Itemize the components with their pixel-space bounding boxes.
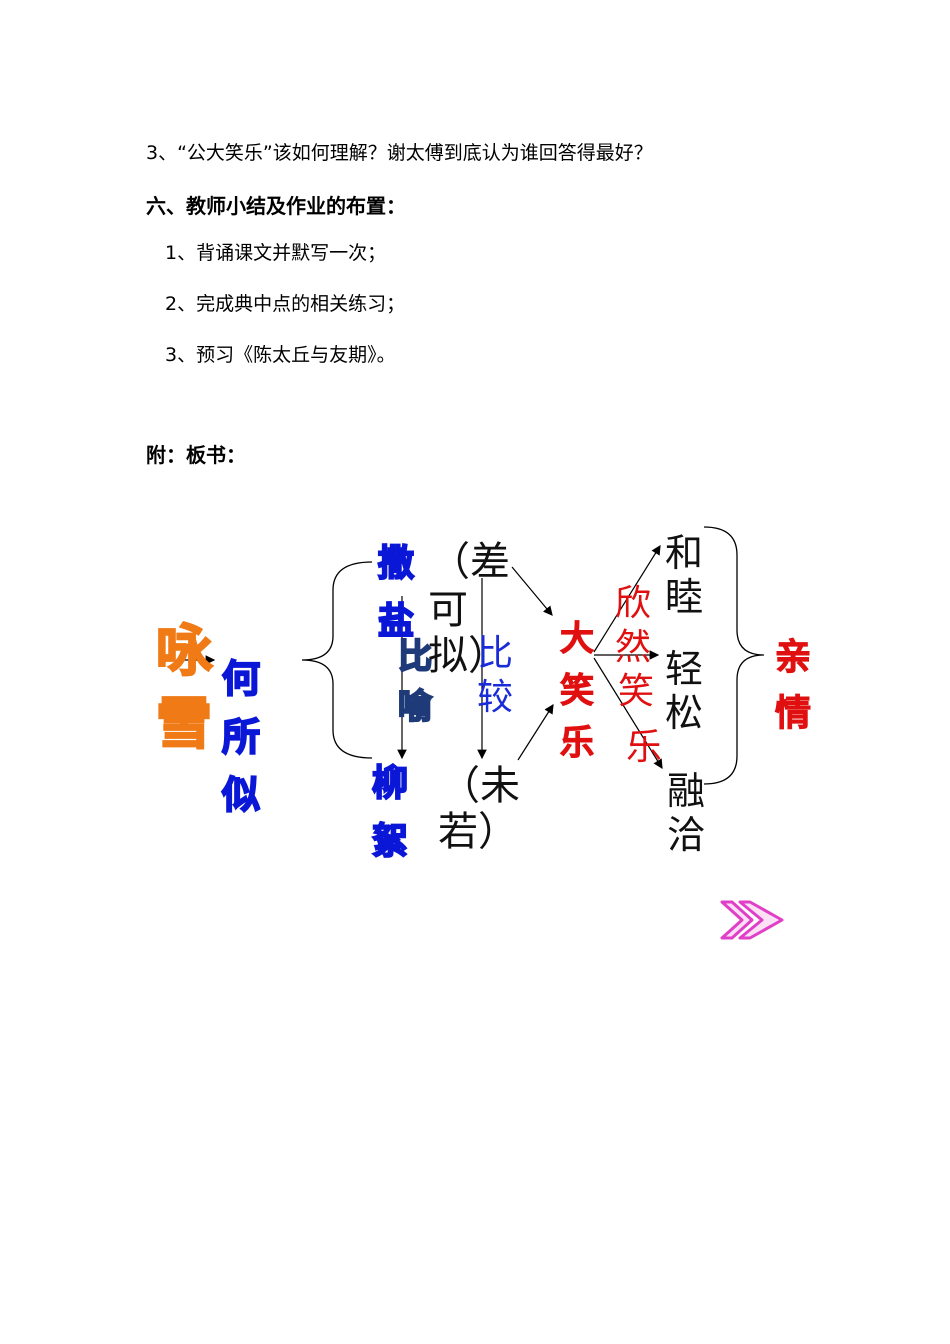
chake-line-2: 可 xyxy=(428,587,468,633)
liuxu-char-1: 柳 xyxy=(371,763,409,804)
biyu-char-1: 比 xyxy=(397,637,433,677)
right-brace xyxy=(703,526,765,785)
hesuosi-char-3: 似 xyxy=(221,773,261,817)
arrow-to-hemu xyxy=(593,544,661,653)
yongxue-char-2: 雪 xyxy=(155,692,213,757)
yongxue-char-1: 咏 xyxy=(155,619,213,684)
biyu-char-2: 喻 xyxy=(397,687,433,727)
bijiao-char-1: 比 xyxy=(477,633,514,674)
xinran-char-1: 欣 xyxy=(615,583,652,624)
arrow-to-rongqia xyxy=(593,657,663,770)
left-brace xyxy=(301,561,373,759)
homework-1: 1、背诵课文并默写一次； xyxy=(165,242,387,264)
arrow-to-daxiaole-bottom xyxy=(517,703,554,761)
weiruo-line-1: （未 xyxy=(440,763,520,809)
weiruo-line-2: 若） xyxy=(438,809,518,855)
rongqia-char-1: 融 xyxy=(667,769,706,813)
double-chevron-right-icon xyxy=(720,900,784,940)
qingsong-char-1: 轻 xyxy=(665,647,704,691)
sayan-char-2: 盐 xyxy=(377,601,415,642)
bijiao-char-2: 较 xyxy=(477,677,514,718)
xinran-char-4: 乐 xyxy=(626,727,663,768)
homework-3: 3、预习《陈太丘与友期》。 xyxy=(165,344,396,366)
hesuosi-char-2: 所 xyxy=(221,715,261,759)
chake-line-1: （差 xyxy=(430,539,510,585)
sayan-char-1: 撒 xyxy=(377,543,415,584)
liuxu-char-2: 絮 xyxy=(371,821,409,862)
qinqing-char-2: 情 xyxy=(774,693,812,734)
xinran-char-2: 然 xyxy=(615,627,652,668)
qinqing-char-1: 亲 xyxy=(774,637,812,678)
homework-2: 2、完成典中点的相关练习； xyxy=(165,293,406,315)
arrow-to-daxiaole-top xyxy=(511,566,553,616)
section-6-heading: 六、教师小结及作业的布置： xyxy=(146,194,406,218)
chake-line-3: 拟） xyxy=(428,633,508,679)
question-3: 3、“公大笑乐”该如何理解？谢太傅到底认为谁回答得最好？ xyxy=(146,142,653,164)
hesuosi-char-1: 何 xyxy=(221,657,261,701)
rongqia-char-2: 洽 xyxy=(667,813,706,857)
qingsong-char-2: 松 xyxy=(665,691,704,735)
hemu-char-2: 睦 xyxy=(665,575,704,619)
appendix-heading: 附：板书： xyxy=(146,443,246,467)
hemu-char-1: 和 xyxy=(665,531,704,575)
xinran-char-3: 笑 xyxy=(618,671,655,712)
daxiaole-char-2: 笑 xyxy=(560,671,595,711)
daxiaole-char-1: 大 xyxy=(560,619,595,659)
daxiaole-char-3: 乐 xyxy=(560,723,595,763)
